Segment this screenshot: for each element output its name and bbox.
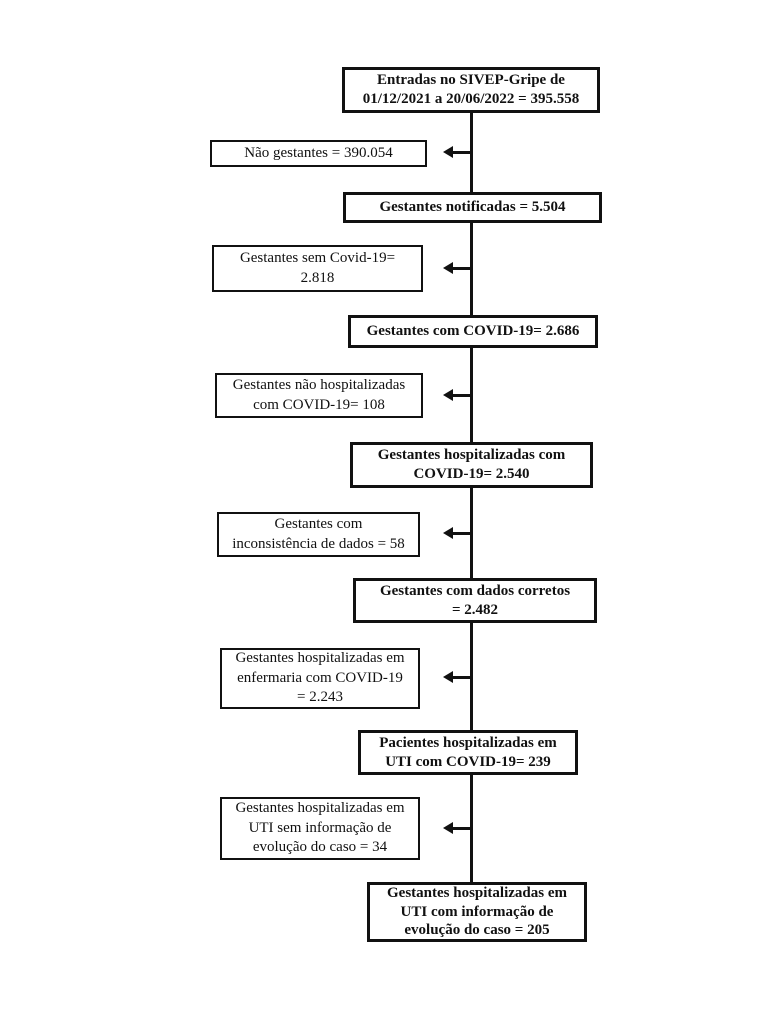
side-box-label: Gestantes não hospitalizadas com COVID-1… <box>232 377 406 413</box>
side-box-label: Gestantes sem Covid-19= 2.818 <box>239 250 396 286</box>
main-box-dados-corretos: Gestantes com dados corretos = 2.482 <box>353 578 597 623</box>
main-box-label: Gestantes notificadas = 5.504 <box>379 199 566 216</box>
arrowhead-icon <box>443 671 453 683</box>
arrowhead-icon <box>443 822 453 834</box>
side-box-label: Não gestantes = 390.054 <box>244 144 393 161</box>
main-box-label: Gestantes hospitalizadas em UTI com info… <box>387 884 567 939</box>
side-box-label: Gestantes hospitalizadas em enfermaria c… <box>235 650 405 706</box>
main-box-label: Entradas no SIVEP-Gripe de 01/12/2021 a … <box>362 72 580 107</box>
arrowhead-icon <box>443 262 453 274</box>
arrow-shaft <box>453 675 472 679</box>
main-box-gestantes-com-covid: Gestantes com COVID-19= 2.686 <box>348 315 598 348</box>
arrow-shaft <box>453 531 472 535</box>
side-box-inconsistencia-dados: Gestantes com inconsistência de dados = … <box>217 512 420 557</box>
main-box-gestantes-hospitalizadas: Gestantes hospitalizadas com COVID-19= 2… <box>350 442 593 488</box>
arrow-shaft <box>453 266 472 270</box>
arrowhead-icon <box>443 389 453 401</box>
arrow-shaft <box>453 150 472 154</box>
main-box-label: Gestantes com dados corretos = 2.482 <box>379 582 571 618</box>
main-box-pacientes-uti: Pacientes hospitalizadas em UTI com COVI… <box>358 730 578 775</box>
arrowhead-icon <box>443 527 453 539</box>
main-flow-line <box>470 113 473 883</box>
left-arrow-inconsistencia <box>443 527 472 539</box>
main-box-label: Gestantes hospitalizadas com COVID-19= 2… <box>377 447 566 482</box>
side-box-sem-covid: Gestantes sem Covid-19= 2.818 <box>212 245 423 292</box>
left-arrow-sem-covid <box>443 262 472 274</box>
arrowhead-icon <box>443 146 453 158</box>
left-arrow-nao-hospitalizadas <box>443 389 472 401</box>
arrow-shaft <box>453 393 472 397</box>
arrow-shaft <box>453 826 472 830</box>
main-box-entradas-sivep: Entradas no SIVEP-Gripe de 01/12/2021 a … <box>342 67 600 113</box>
main-box-label: Pacientes hospitalizadas em UTI com COVI… <box>379 734 557 770</box>
main-box-uti-com-evolucao: Gestantes hospitalizadas em UTI com info… <box>367 882 587 942</box>
main-box-gestantes-notificadas: Gestantes notificadas = 5.504 <box>343 192 602 223</box>
side-box-enfermaria: Gestantes hospitalizadas em enfermaria c… <box>220 648 420 709</box>
left-arrow-nao-gestantes <box>443 146 472 158</box>
side-box-nao-hospitalizadas: Gestantes não hospitalizadas com COVID-1… <box>215 373 423 418</box>
side-box-label: Gestantes com inconsistência de dados = … <box>232 516 405 552</box>
side-box-nao-gestantes: Não gestantes = 390.054 <box>210 140 427 167</box>
side-box-label: Gestantes hospitalizadas em UTI sem info… <box>235 800 405 856</box>
main-box-label: Gestantes com COVID-19= 2.686 <box>366 323 580 340</box>
left-arrow-enfermaria <box>443 671 472 683</box>
side-box-uti-sem-evolucao: Gestantes hospitalizadas em UTI sem info… <box>220 797 420 860</box>
left-arrow-sem-evolucao <box>443 822 472 834</box>
